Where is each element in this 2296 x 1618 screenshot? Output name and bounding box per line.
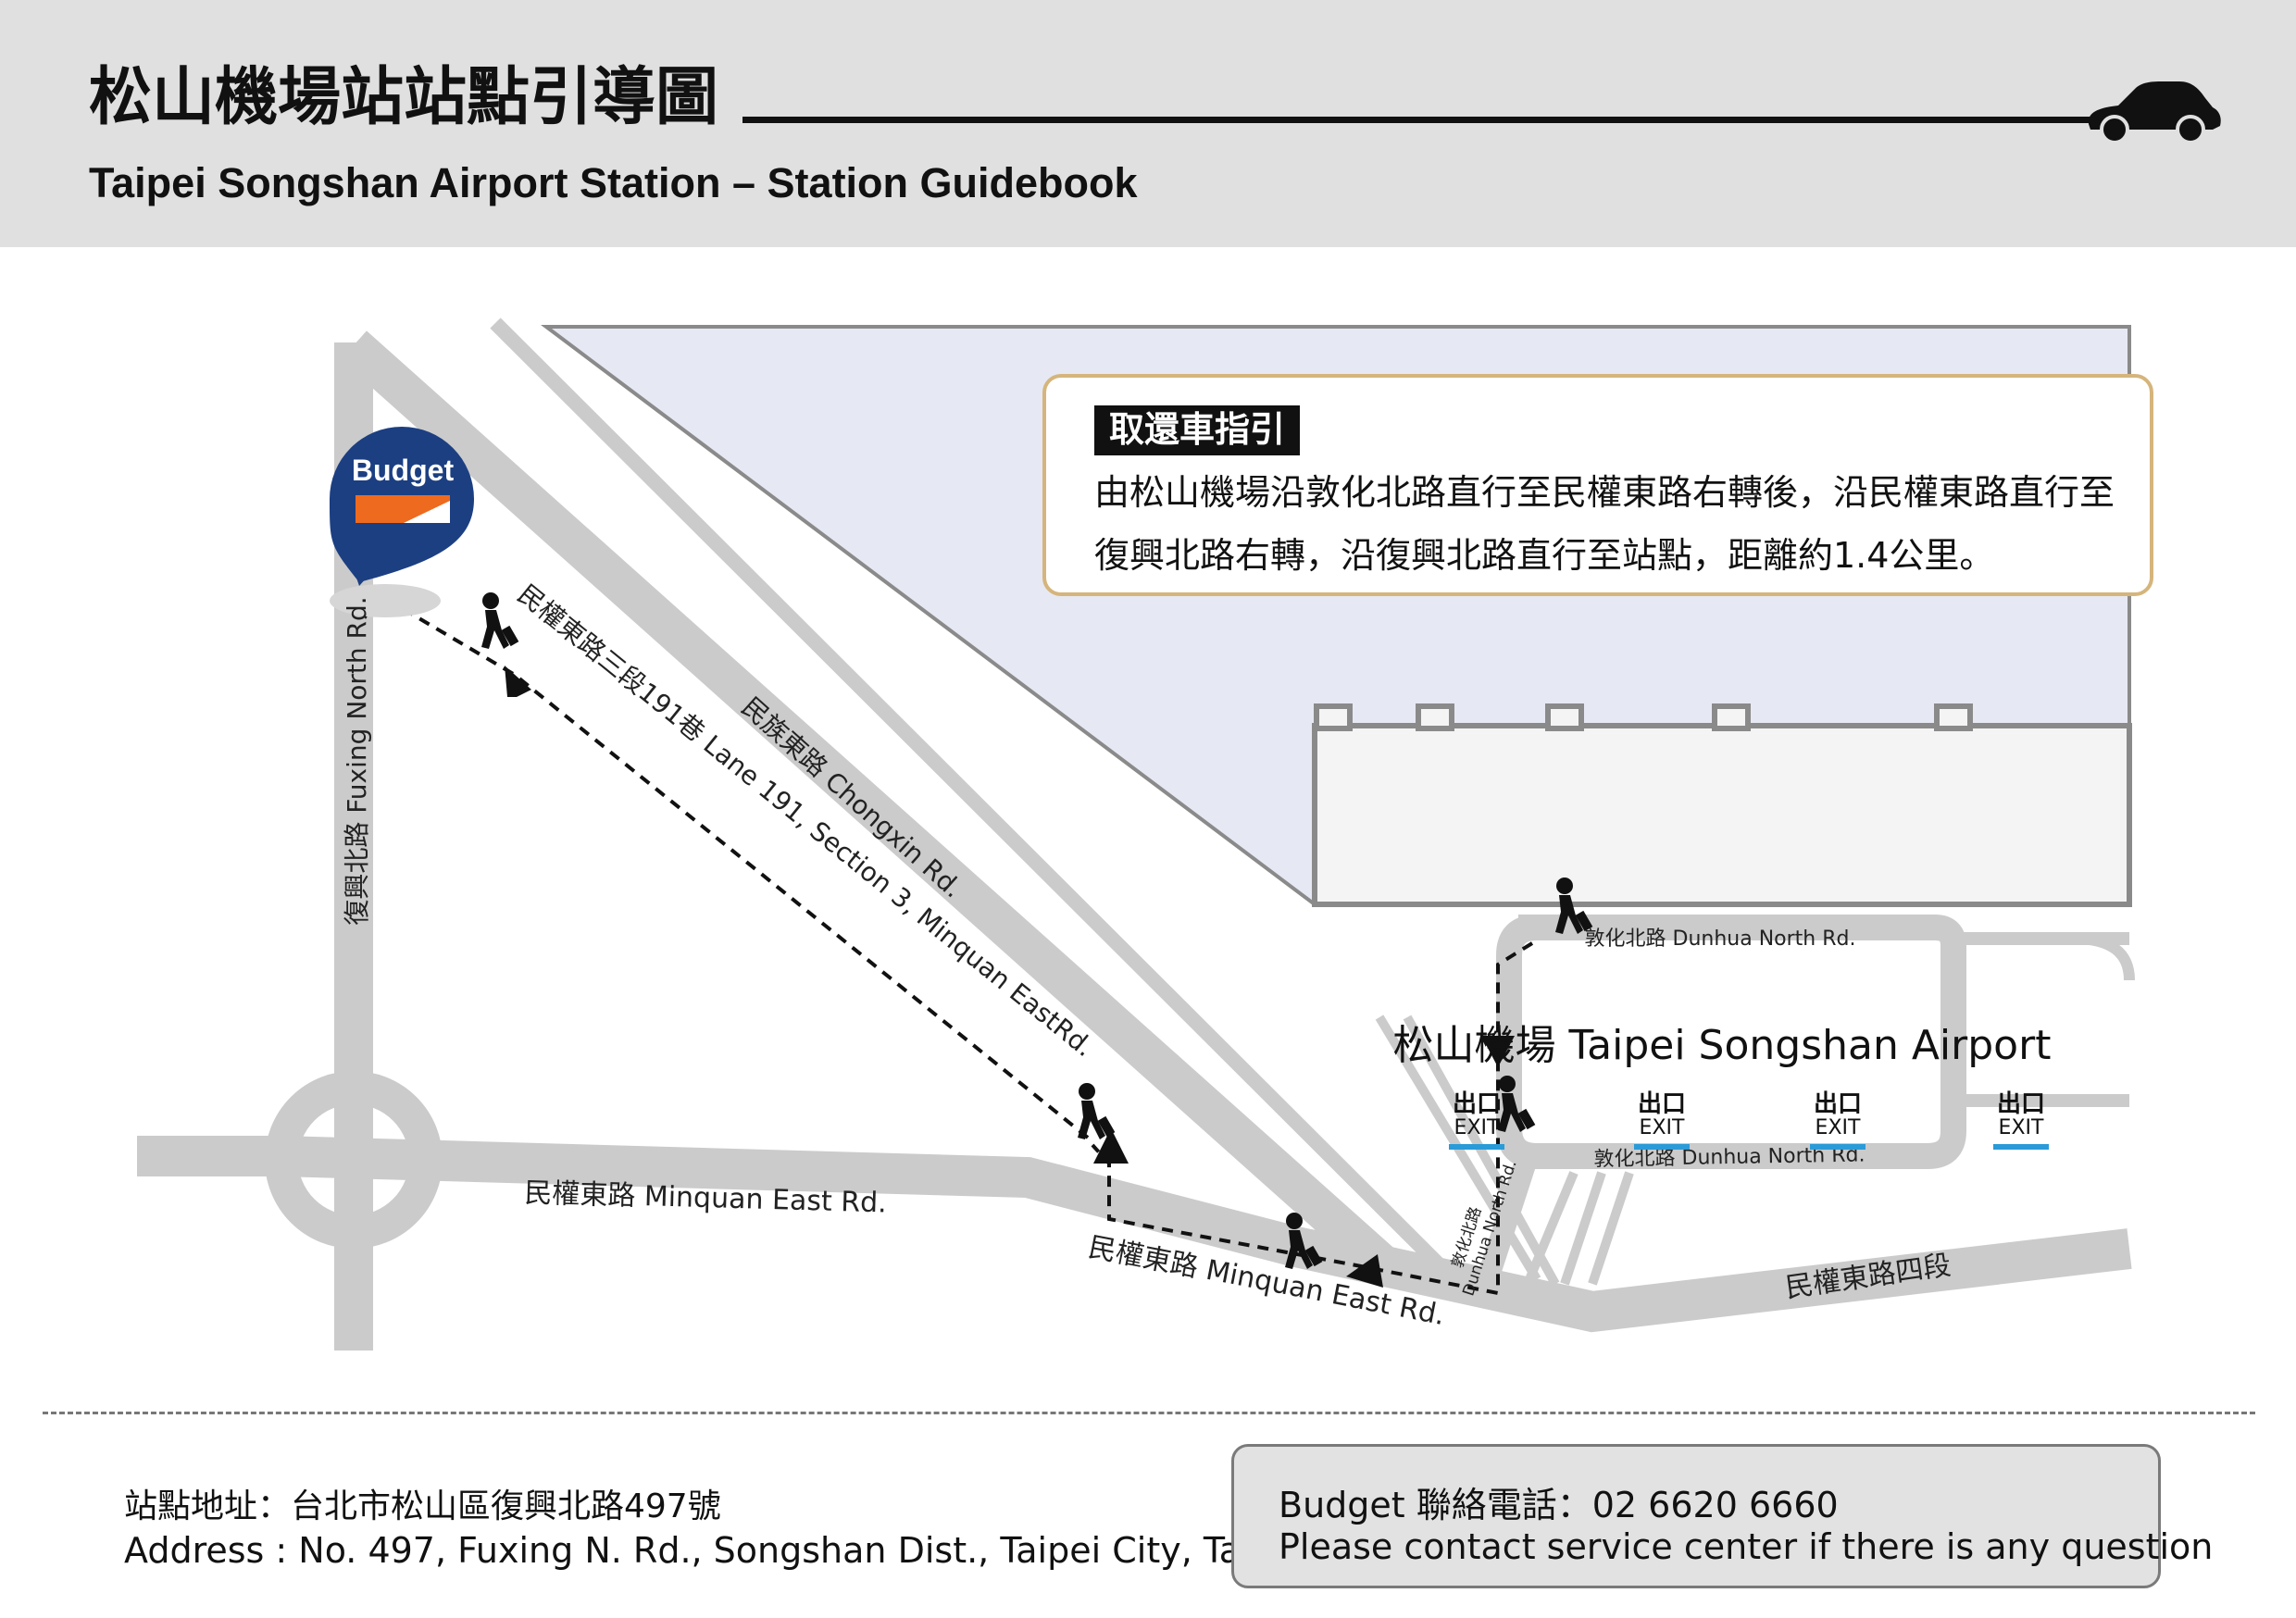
pickup-guide-title: 取還車指引: [1094, 405, 1301, 455]
arrow-up-lane: [1093, 1128, 1129, 1164]
exit-label-zh: 出口: [1637, 1090, 1686, 1118]
exit-marker: [1634, 1144, 1690, 1151]
pedestrian-icons: [481, 592, 1593, 1269]
ramp-4: [1560, 1171, 1606, 1286]
contact-box: Budget 聯絡電話：02 6620 6660 Please contact …: [1231, 1444, 2213, 1588]
road-minzu-edge: [490, 317, 1464, 1289]
airport-name: 松山機場 Taipei Songshan Airport: [1392, 1022, 2052, 1069]
road-dunhua-curve: [2073, 933, 2135, 981]
road-minquan-west: [137, 1136, 2132, 1333]
terminal-building: [1312, 703, 2132, 907]
exit-label-zh: 出口: [1996, 1090, 2045, 1118]
marker-shadow: [330, 584, 441, 617]
exit-label-zh: 出口: [1813, 1090, 1862, 1118]
page-title-zh: 松山機場站站點引導圖: [89, 61, 719, 134]
arrow-left-minquan: [1346, 1254, 1383, 1288]
address-en: Address : No. 497, Fuxing N. Rd., Songsh…: [124, 1530, 1324, 1571]
exit-marker: [1449, 1144, 1504, 1151]
ramp-5: [1588, 1171, 1634, 1286]
road-dunhua-loop: [1496, 915, 1966, 1169]
exit-4: 出口 EXIT: [1979, 1090, 2063, 1151]
budget-logo-text: Budget: [352, 454, 455, 487]
pickup-guide-box: 取還車指引 由松山機場沿敦化北路直行至民權東路右轉後，沿民權東路直行至復興北路右…: [1042, 374, 2153, 596]
contact-note: Please contact service center if there i…: [1279, 1526, 2214, 1567]
label-fuxing-rd: 復興北路 Fuxing North Rd.: [342, 596, 372, 926]
exit-label-en: EXIT: [1454, 1116, 1500, 1140]
arrow-upleft-lane: [505, 666, 531, 697]
page-subtitle-en: Taipei Songshan Airport Station – Statio…: [89, 159, 1138, 206]
title-rule: [742, 117, 2094, 123]
arrow-down-dunhua: [1481, 1036, 1515, 1067]
exit-label-zh: 出口: [1452, 1090, 1501, 1118]
car-icon: [2088, 81, 2221, 144]
address-zh: 站點地址：台北市松山區復興北路497號: [124, 1487, 721, 1525]
exit-marker: [1810, 1144, 1866, 1151]
exit-1: 出口 EXIT: [1435, 1090, 1518, 1151]
ramp-3: [1523, 1171, 1578, 1286]
label-dunhua-top: 敦化北路 Dunhua North Rd.: [1584, 927, 1856, 951]
exit-marker: [1993, 1144, 2049, 1151]
exit-label-en: EXIT: [1815, 1116, 1861, 1140]
location-pin-icon: Budget: [330, 427, 474, 586]
pickup-guide-text: 由松山機場沿敦化北路直行至民權東路右轉後，沿民權東路直行至復興北路右轉，沿復興北…: [1094, 472, 2115, 576]
exit-label-en: EXIT: [1639, 1116, 1685, 1140]
contact-phone: Budget 聯絡電話：02 6620 6660: [1279, 1485, 1839, 1525]
exit-label-en: EXIT: [1998, 1116, 2044, 1140]
exit-3: 出口 EXIT: [1796, 1090, 1879, 1151]
header-band: 松山機場站站點引導圖 Taipei Songshan Airport Stati…: [0, 0, 2296, 247]
exit-2: 出口 EXIT: [1620, 1090, 1703, 1151]
footer-divider: [43, 1412, 2255, 1414]
ramp-2: [1403, 1014, 1560, 1287]
